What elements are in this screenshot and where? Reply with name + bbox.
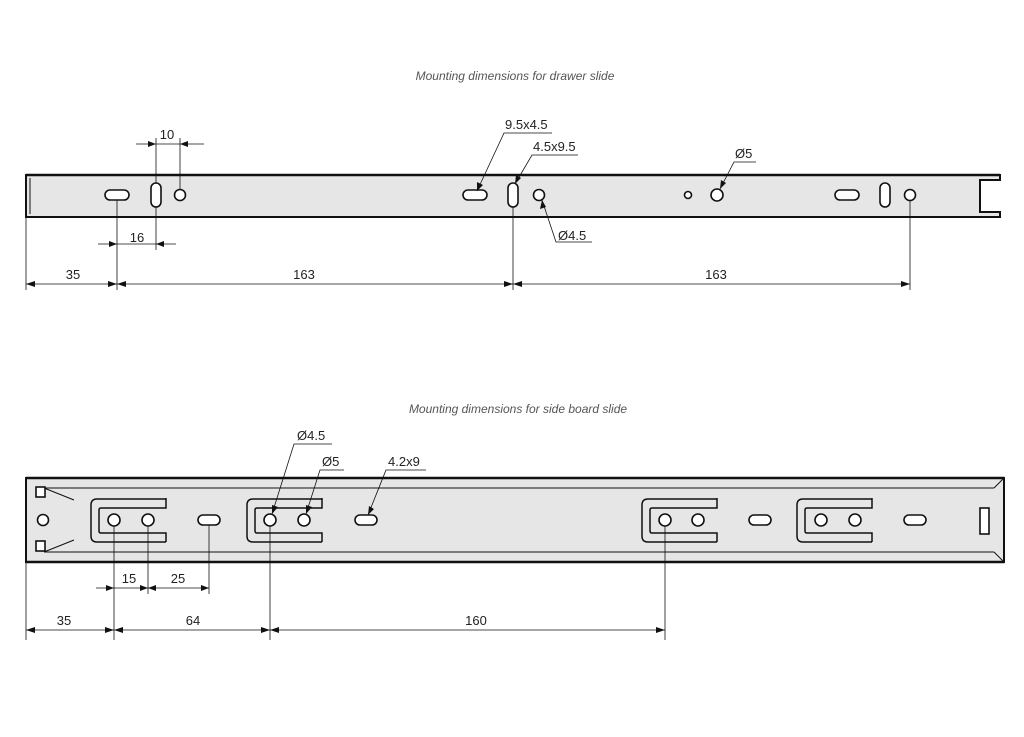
drawer-hole bbox=[173, 188, 187, 202]
side-bracket bbox=[796, 498, 873, 543]
drawer-slide-title: Mounting dimensions for drawer slide bbox=[416, 69, 615, 83]
drawer-slot-horizontal bbox=[834, 189, 860, 201]
side-board-slide-title: Mounting dimensions for side board slide bbox=[409, 402, 627, 416]
callout-diam-5: Ø5 bbox=[719, 146, 756, 190]
callout-diam-4-5: Ø4.5 bbox=[540, 199, 592, 243]
dimension-10: 10 bbox=[136, 127, 204, 189]
side-slot bbox=[354, 514, 378, 526]
callout-9-5x4-5: 9.5x4.5 bbox=[476, 117, 552, 192]
side-hole-5 bbox=[658, 513, 672, 527]
dim-label-16: 16 bbox=[130, 230, 144, 245]
callout-label: Ø4.5 bbox=[558, 228, 586, 243]
drawer-slot-horizontal bbox=[462, 189, 488, 201]
side-slot bbox=[748, 514, 772, 526]
drawer-hole bbox=[903, 188, 917, 202]
drawer-hole bbox=[532, 188, 546, 202]
drawer-slot-vertical bbox=[879, 182, 891, 208]
side-hole-5 bbox=[691, 513, 705, 527]
dim-label-10: 10 bbox=[160, 127, 174, 142]
callout-4-2x9: 4.2x9 bbox=[367, 454, 426, 516]
side-end-notch bbox=[35, 540, 46, 552]
dimension-chain-drawer: 35 163 163 bbox=[25, 201, 911, 290]
callout-4-5x9-5: 4.5x9.5 bbox=[514, 139, 578, 185]
drawer-slot-horizontal bbox=[104, 189, 130, 201]
drawer-slot-vertical bbox=[507, 182, 519, 208]
dim-label-35: 35 bbox=[66, 267, 80, 282]
callout-label: 4.2x9 bbox=[388, 454, 420, 469]
side-end-tab bbox=[979, 507, 990, 535]
side-slot bbox=[903, 514, 927, 526]
side-bracket bbox=[641, 498, 718, 543]
side-board-slide-view: Mounting dimensions for side board slide bbox=[25, 402, 1005, 640]
dim-label-15: 15 bbox=[122, 571, 136, 586]
side-board-rail bbox=[25, 477, 1005, 563]
side-hole-5 bbox=[141, 513, 155, 527]
callout-diam-5: Ø5 bbox=[305, 454, 344, 515]
drawer-slide-view: Mounting dimensions for drawer slide 10 bbox=[25, 69, 1001, 290]
dimension-15-25: 15 25 bbox=[96, 525, 210, 640]
dim-label-35: 35 bbox=[57, 613, 71, 628]
side-end-hole bbox=[36, 513, 50, 527]
dimension-chain-side: 35 64 160 bbox=[25, 526, 666, 640]
side-hole-5 bbox=[848, 513, 862, 527]
drawer-hole-5 bbox=[710, 188, 724, 202]
dimension-16: 16 bbox=[98, 200, 176, 250]
callout-label: Ø4.5 bbox=[297, 428, 325, 443]
side-hole-5 bbox=[107, 513, 121, 527]
drawer-small-hole bbox=[683, 190, 693, 200]
dim-label-160: 160 bbox=[465, 613, 487, 628]
side-end-notch bbox=[35, 486, 46, 498]
side-hole-45 bbox=[263, 513, 277, 527]
side-slot bbox=[197, 514, 221, 526]
drawer-slot-vertical bbox=[150, 182, 162, 208]
dim-label-163: 163 bbox=[293, 267, 315, 282]
callout-label: Ø5 bbox=[322, 454, 339, 469]
dim-label-25: 25 bbox=[171, 571, 185, 586]
side-bracket bbox=[90, 498, 167, 543]
callout-diam-4-5: Ø4.5 bbox=[271, 428, 332, 515]
dim-label-163: 163 bbox=[705, 267, 727, 282]
dim-label-64: 64 bbox=[186, 613, 200, 628]
side-hole-5 bbox=[297, 513, 311, 527]
callout-label: 9.5x4.5 bbox=[505, 117, 548, 132]
callout-label: 4.5x9.5 bbox=[533, 139, 576, 154]
callout-label: Ø5 bbox=[735, 146, 752, 161]
side-hole-5 bbox=[814, 513, 828, 527]
